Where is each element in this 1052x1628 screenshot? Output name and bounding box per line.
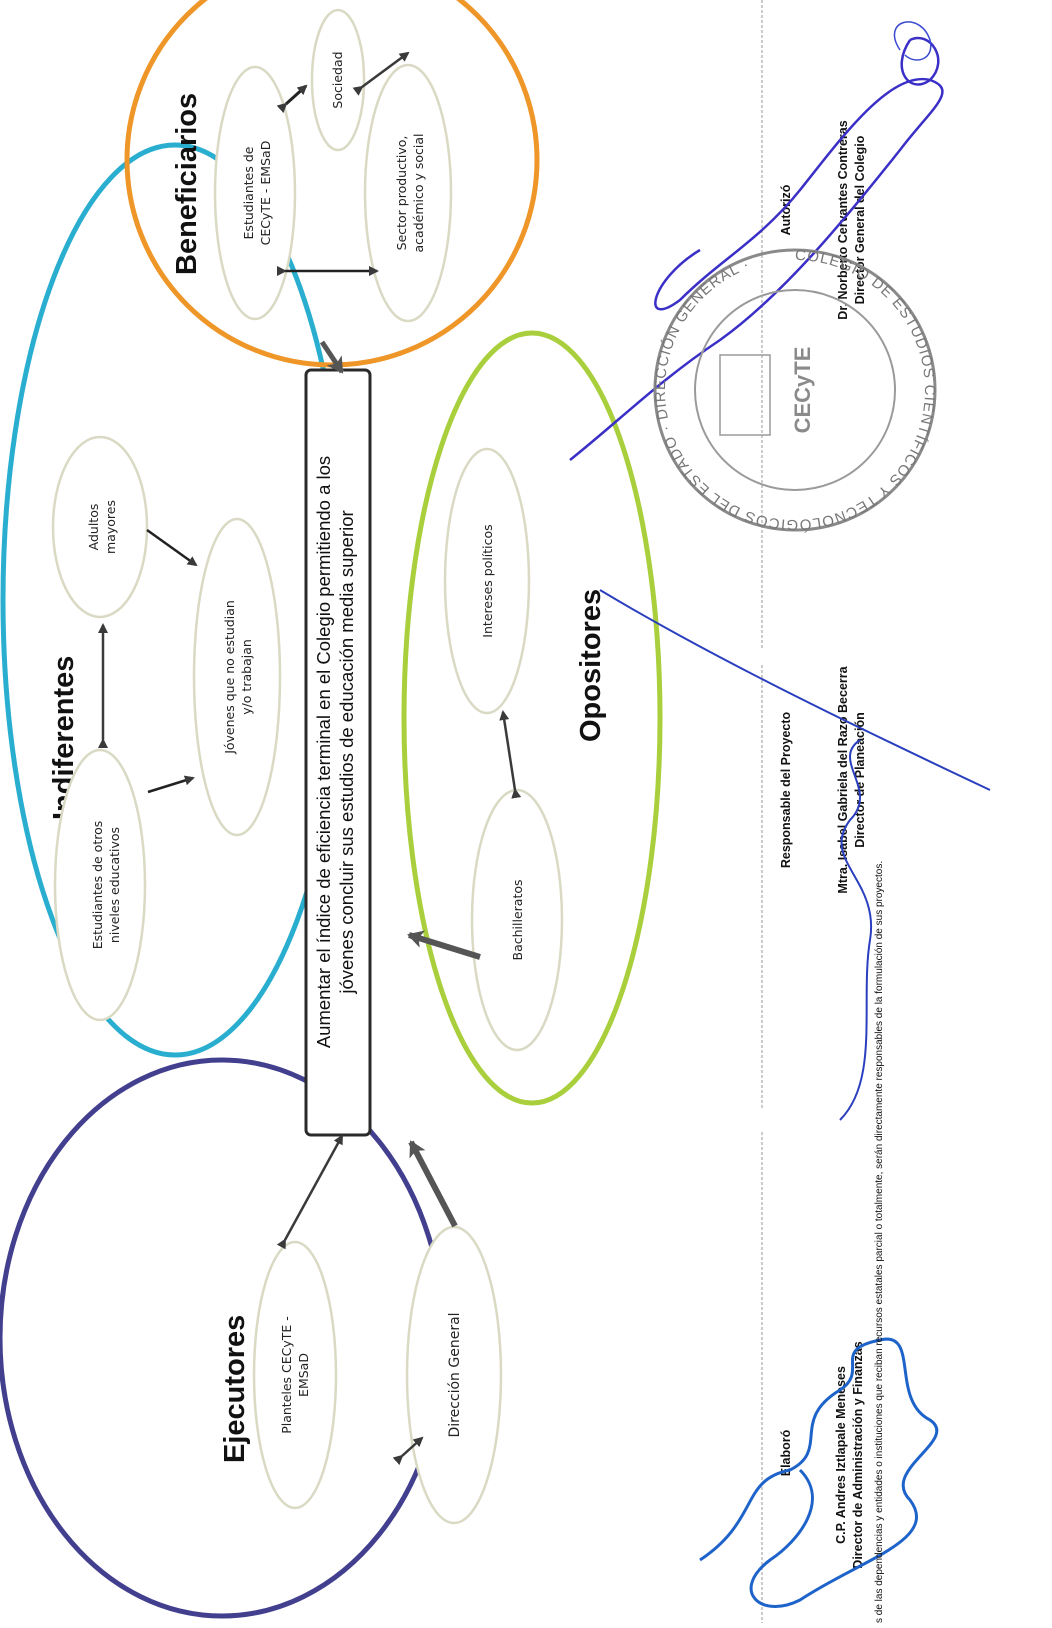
arrow-estudiantes-sociedad (276, 84, 308, 114)
elaboro-name: C.P. Andres Iztlapale Meneses (834, 1366, 848, 1544)
elaboro-title: Director de Administración y Finanzas (851, 1341, 865, 1568)
arrow-bachilleratos-intereses (499, 710, 522, 799)
autorizo-title: Director General del Colegio (853, 135, 867, 304)
official-seal: COLEGIO DE ESTUDIOS CIENTÍFICOS Y TECNOL… (652, 247, 937, 533)
bachilleratos-label: Bachilleratos (510, 880, 525, 961)
autorizo-role: Autorizó (779, 184, 793, 235)
jovenes-line1: Jóvenes que no estudian (222, 600, 237, 755)
arrow-sociedad-sector (352, 51, 410, 96)
node-adultos-mayores (51, 435, 149, 619)
objective-line2: jóvenes concluir sus estudios de educaci… (336, 510, 357, 994)
estudiantes-cecyte-line1: Estudiantes de (241, 146, 256, 239)
arrow-direccion-objective (408, 1140, 458, 1228)
arrow-planteles-objective (276, 1134, 344, 1250)
elaboro-handwritten-signature (699, 1337, 939, 1608)
handwritten-mark (893, 21, 932, 61)
responsable-name: Mtra. Isabel Gabriela del Razo Becerra (836, 665, 850, 893)
autorizo-handwritten-signature (569, 36, 944, 461)
beneficiarios-title: Beneficiarios (171, 93, 203, 275)
direccion-general-label: Dirección General (447, 1312, 463, 1437)
sector-line1: Sector productivo, (394, 136, 409, 251)
node-jovenes (192, 517, 282, 837)
objective-box: Aumentar el índice de eficiencia termina… (304, 368, 372, 1137)
jovenes-line2: y/o trabajan (239, 639, 254, 715)
planteles-label-line1: Planteles CECyTE - (279, 1316, 294, 1434)
elaboro-role: Elaboró (779, 1429, 793, 1476)
responsable-role: Responsable del Proyecto (779, 711, 793, 868)
signature-autorizo: Autorizó Dr. Norberto Cervantes Contrera… (569, 36, 944, 461)
arrow-estudiantes-jovenes (147, 775, 195, 794)
node-direccion-general (405, 1225, 503, 1525)
estudiantes-otros-line2: niveles educativos (107, 827, 122, 943)
sociedad-label: Sociedad (330, 51, 345, 108)
signature-elaboro: Elaboró C.P. Andres Iztlapale Meneses Di… (699, 1337, 939, 1608)
responsable-title: Director de Planeación (853, 712, 867, 847)
ejecutores-title: Ejecutores (219, 1315, 251, 1463)
arrow-ejecutores-small (392, 1436, 424, 1466)
footnote: s de las dependencias y entidades o inst… (874, 861, 885, 1623)
opositores-group (401, 330, 663, 1106)
arrow-adultos-jovenes (146, 528, 198, 567)
estudiantes-otros-line1: Estudiantes de otros (90, 821, 105, 949)
signature-responsable: Responsable del Proyecto Mtra. Isabel Ga… (599, 589, 991, 1121)
estudiantes-cecyte-line2: CECyTE - EMSaD (258, 141, 273, 246)
planteles-label-line2: EMSaD (296, 1353, 311, 1397)
arrow-bachilleratos-objective (407, 930, 481, 960)
node-intereses-politicos (443, 447, 531, 715)
node-estudiantes-cecyte (213, 65, 297, 321)
responsable-handwritten-signature (599, 589, 991, 1121)
node-estudiantes-otros (53, 748, 147, 1022)
objective-line1: Aumentar el índice de eficiencia termina… (313, 456, 334, 1048)
indiferentes-group (0, 142, 350, 1058)
adultos-line2: mayores (103, 500, 118, 554)
seal-logo: CECyTE (790, 347, 815, 434)
opositores-title: Opositores (575, 589, 607, 742)
adultos-line1: Adultos (86, 504, 101, 551)
sector-line2: académico y social (411, 134, 426, 253)
node-planteles (252, 1240, 338, 1510)
intereses-label: Intereses políticos (480, 524, 495, 637)
arrow-beneficiarios-objective (319, 340, 345, 374)
